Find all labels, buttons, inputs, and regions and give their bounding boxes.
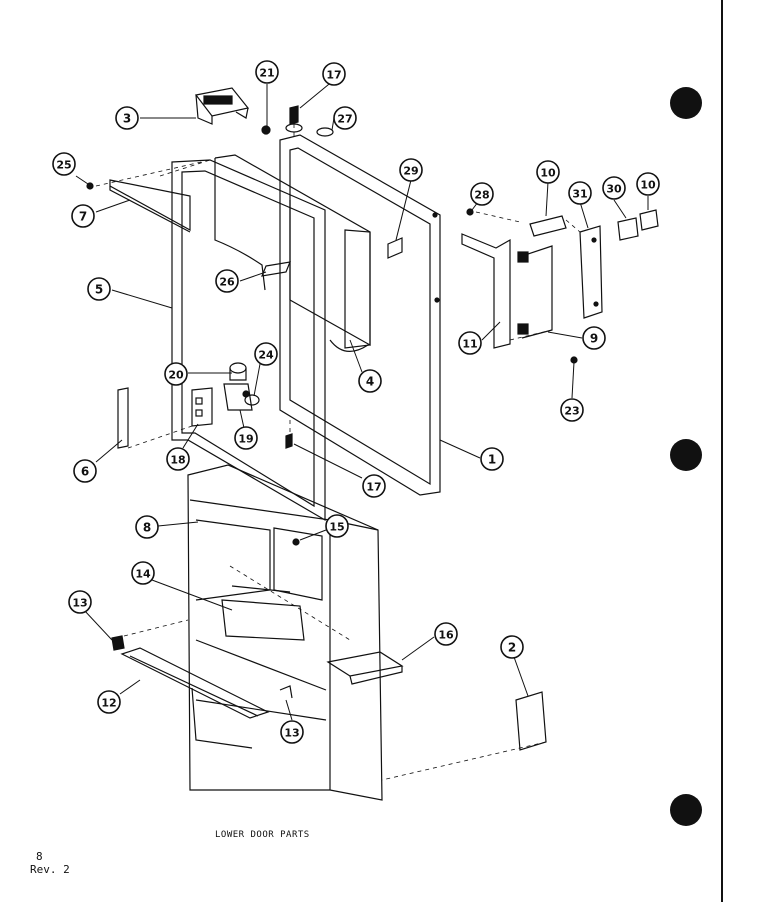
callout-17-bottom: 17 <box>362 474 386 498</box>
binder-hole <box>670 87 702 119</box>
part-6-strip <box>117 387 129 449</box>
callout-28: 26 <box>215 269 239 293</box>
diagram-caption: LOWER DOOR PARTS <box>215 830 310 840</box>
page-footer: 8 Rev. 2 <box>30 850 70 876</box>
svg-text:23: 23 <box>564 405 579 418</box>
svg-text:11: 11 <box>462 338 477 351</box>
svg-text:6: 6 <box>81 465 89 479</box>
svg-text:21: 21 <box>259 67 274 80</box>
part-14-plate <box>221 599 305 641</box>
part-2-cover <box>515 691 547 751</box>
callout-13-right: 13 <box>280 720 304 744</box>
svg-text:24: 24 <box>258 349 274 362</box>
callout-2: 2 <box>500 635 524 659</box>
callout-11: 11 <box>458 331 482 355</box>
callout-9: 9 <box>582 326 606 350</box>
callout-20: 20 <box>164 362 188 386</box>
part-7-strip <box>109 179 191 232</box>
svg-text:9: 9 <box>590 332 598 346</box>
callout-16: 16 <box>434 622 458 646</box>
part-1-frame <box>279 134 441 496</box>
callout-14: 14 <box>131 561 155 585</box>
svg-text:2: 2 <box>508 641 516 655</box>
callout-23: 23 <box>560 398 584 422</box>
part-16-tray <box>326 651 404 677</box>
svg-text:15: 15 <box>329 521 344 534</box>
svg-text:10: 10 <box>640 179 656 192</box>
callout-4: 4 <box>358 369 382 393</box>
svg-text:31: 31 <box>572 188 587 201</box>
callouts: 3 25 7 5 6 18 20 21 17 27 29 28 10 31 30… <box>52 60 660 744</box>
svg-text:14: 14 <box>135 568 151 581</box>
callout-6: 6 <box>73 459 97 483</box>
svg-text:12: 12 <box>101 697 116 710</box>
callout-7: 7 <box>71 204 95 228</box>
part-5-frame <box>171 159 326 522</box>
callout-1: 1 <box>480 447 504 471</box>
binder-hole <box>670 794 702 826</box>
callout-30: 30 <box>602 176 626 200</box>
callout-27: 28 <box>470 182 494 206</box>
revision-label: Rev. 2 <box>30 863 70 876</box>
callout-12: 12 <box>97 690 121 714</box>
svg-text:18: 18 <box>170 454 185 467</box>
part-4-liner <box>214 154 371 347</box>
callout-24: 24 <box>254 342 278 366</box>
leader-lines <box>75 79 649 721</box>
svg-text:25: 25 <box>56 159 71 172</box>
svg-text:16: 16 <box>438 629 454 642</box>
svg-text:27: 27 <box>337 113 352 126</box>
svg-text:28: 28 <box>474 189 489 202</box>
callout-13-left: 13 <box>68 590 92 614</box>
callout-19: 19 <box>234 426 258 450</box>
svg-text:17: 17 <box>326 69 341 82</box>
callout-31: 31 <box>568 181 592 205</box>
callout-29: 29 <box>399 158 423 182</box>
binder-hole <box>670 439 702 471</box>
svg-text:7: 7 <box>79 210 87 224</box>
part-8-door <box>187 464 383 801</box>
svg-text:3: 3 <box>123 112 131 126</box>
svg-text:5: 5 <box>95 283 103 297</box>
callout-25: 25 <box>52 152 76 176</box>
parts-linework <box>86 87 659 801</box>
callout-3: 3 <box>115 106 139 130</box>
svg-text:30: 30 <box>606 183 622 196</box>
callout-5: 5 <box>87 277 111 301</box>
callout-18: 18 <box>166 447 190 471</box>
svg-text:13: 13 <box>72 597 87 610</box>
svg-text:26: 26 <box>219 276 235 289</box>
svg-text:19: 19 <box>238 433 253 446</box>
svg-text:20: 20 <box>168 369 184 382</box>
part-11-bracket <box>461 233 511 349</box>
callout-26: 27 <box>333 106 357 130</box>
svg-text:17: 17 <box>366 481 381 494</box>
part-9-handle <box>521 245 553 339</box>
svg-text:13: 13 <box>284 727 299 740</box>
svg-text:29: 29 <box>403 165 418 178</box>
callout-10-right: 10 <box>636 172 660 196</box>
callout-15: 15 <box>325 514 349 538</box>
svg-text:4: 4 <box>366 375 374 389</box>
svg-text:10: 10 <box>540 167 556 180</box>
svg-text:8: 8 <box>143 521 151 535</box>
callout-8: 8 <box>135 515 159 539</box>
part-12-handle <box>120 647 270 719</box>
callout-17-top: 17 <box>322 62 346 86</box>
svg-text:1: 1 <box>488 453 496 467</box>
callout-10-left: 10 <box>536 160 560 184</box>
part-31-plate <box>579 225 603 319</box>
page-number: 8 <box>36 850 43 863</box>
callout-21: 21 <box>255 60 279 84</box>
alignment-lines <box>95 124 581 781</box>
